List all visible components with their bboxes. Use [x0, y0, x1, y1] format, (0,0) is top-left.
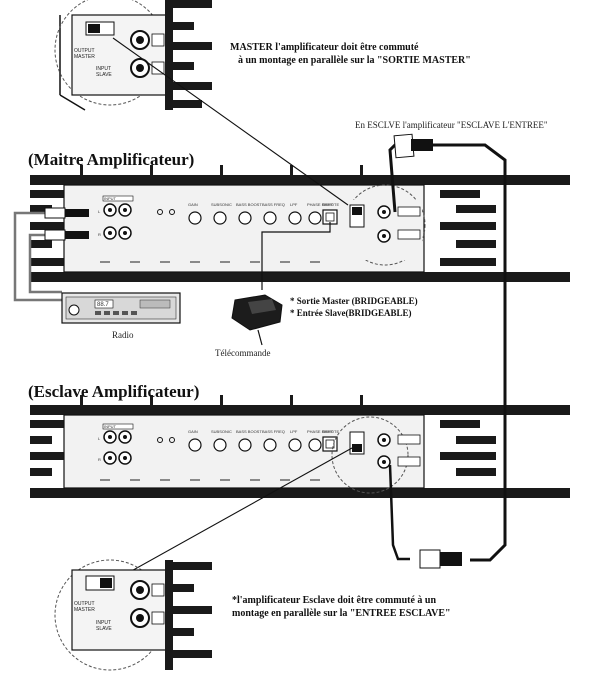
master-amp-title: (Maitre Amplificateur)	[28, 150, 195, 169]
master-knob-2-label: SUBSONIC	[211, 202, 232, 207]
master-note-line1: MASTER l'amplificateur doit être commuté	[230, 42, 419, 53]
link-cable	[388, 133, 507, 569]
slave-amplifier	[30, 395, 570, 498]
master-callout-line	[112, 37, 349, 206]
master-knob-1-label: GAIN	[188, 202, 198, 207]
master-knob-4-label: BASS FREQ	[262, 202, 285, 207]
top-output-label: OUTPUT	[74, 48, 95, 54]
slave-remote-label: REMOTE	[322, 429, 339, 434]
radio-display: 88.7	[97, 302, 109, 308]
slave-note-line1: *l'amplificateur Esclave doit être commu…	[232, 595, 437, 606]
top-input-label: INPUT	[96, 66, 111, 72]
slave-knob-6-label: PHASE SHIFT	[307, 429, 334, 434]
master-knob-6-label: PHASE SHIFT	[307, 202, 334, 207]
slave-knob-3-label: BASS BOOST	[236, 429, 262, 434]
bottom-output-label: OUTPUT	[74, 601, 95, 607]
master-knob-5-label: LPF	[290, 202, 298, 207]
slave-input-note: En ESCLVE l'amplificateur "ESCLAVE L'ENT…	[355, 120, 548, 130]
bottom-detail-inset	[54, 559, 212, 671]
master-amplifier	[30, 165, 570, 282]
panel-labels: INPUT L R GAIN SUBSONIC BASS BOOST BASS …	[74, 48, 339, 632]
rca-plugs	[44, 207, 89, 241]
slave-knob-4-label: BASS FREQ	[262, 429, 285, 434]
top-slave-label: SLAVE	[96, 72, 112, 78]
master-r-label: R	[98, 232, 101, 237]
top-master-label: MASTER	[74, 54, 95, 60]
slave-knob-2-label: SUBSONIC	[211, 429, 232, 434]
remote-label: Télécommande	[215, 348, 271, 358]
rca-cables	[13, 211, 62, 302]
slave-callout-line	[109, 447, 353, 584]
bottom-input-label: INPUT	[96, 620, 111, 626]
bottom-slave-label: SLAVE	[96, 626, 112, 632]
master-note-line2: à un montage en parallèle sur la "SORTIE…	[238, 55, 471, 66]
master-l-label: L	[98, 209, 101, 214]
master-input-label: INPUT	[104, 196, 117, 201]
slave-amp-title: (Esclave Amplificateur)	[28, 382, 200, 401]
radio-label: Radio	[112, 330, 134, 340]
bridge-line2: * Entrée Slave(BRIDGEABLE)	[290, 308, 412, 318]
slave-note-line2: montage en parallèle sur la "ENTREE ESCL…	[232, 608, 451, 619]
slave-knob-5-label: LPF	[290, 429, 298, 434]
remote-control	[231, 222, 331, 346]
slave-l-label: L	[98, 436, 101, 441]
slave-knob-1-label: GAIN	[188, 429, 198, 434]
radio	[61, 292, 181, 324]
top-detail-inset	[54, 0, 212, 111]
slave-input-label: INPUT	[104, 424, 117, 429]
master-remote-label: REMOTE	[322, 202, 339, 207]
bottom-master-label: MASTER	[74, 607, 95, 613]
master-knob-3-label: BASS BOOST	[236, 202, 262, 207]
bridge-line1: * Sortie Master (BRIDGEABLE)	[290, 296, 418, 306]
slave-r-label: R	[98, 457, 101, 462]
